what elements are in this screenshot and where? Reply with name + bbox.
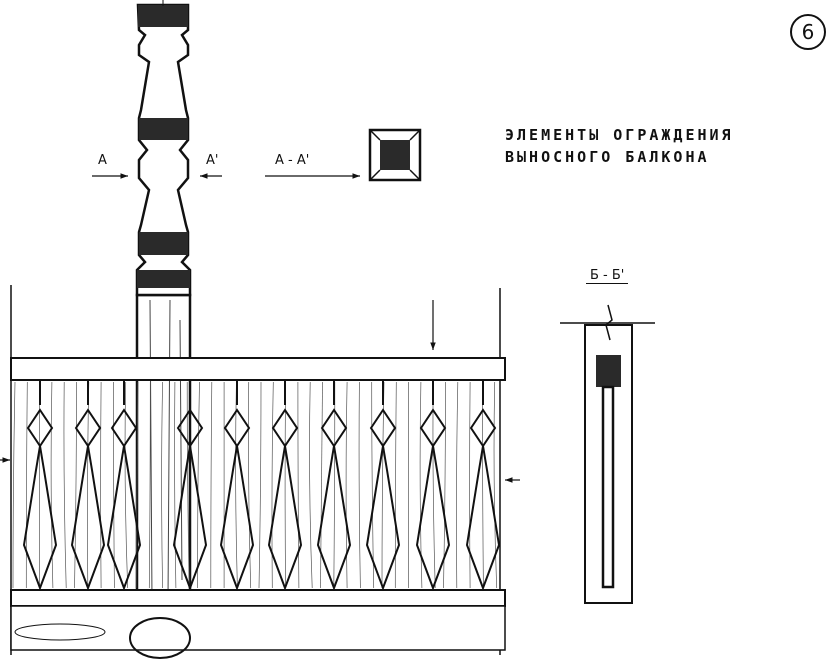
wood-grain-line: [320, 381, 323, 589]
wood-grain-line: [124, 381, 129, 589]
section-b-break-mark: [605, 304, 613, 341]
diamond-baluster: [172, 380, 208, 591]
section-b-baluster-profile: [601, 385, 615, 589]
diamond-baluster: [316, 380, 352, 591]
section-arrows: [0, 173, 520, 483]
section-a-left-arrow-head: [120, 173, 128, 179]
wood-grain-line: [135, 381, 139, 589]
wood-grain-line: [197, 381, 200, 589]
wood-grain-line: [25, 381, 28, 589]
wood-grain-line: [12, 381, 16, 589]
post-dark-band: [138, 5, 188, 27]
diamond-baluster: [465, 380, 501, 591]
wood-grain-line: [87, 381, 90, 589]
wood-grain-line: [432, 381, 436, 589]
section-b-profile: [560, 304, 655, 604]
wood-grain-line: [381, 381, 385, 589]
section-a-square: [368, 128, 422, 182]
sheet-number: 6: [790, 14, 826, 50]
drawing-title: Элементы ограждения выносного балкона: [505, 124, 734, 168]
wood-grain-line: [74, 381, 77, 589]
turned-post: [135, 0, 192, 607]
section-a-left-label: А: [98, 153, 107, 168]
section-b-rail-profile: [596, 355, 621, 387]
wood-grain-line: [63, 381, 67, 589]
wood-grain-line: [186, 381, 190, 589]
wood-grain-line: [235, 381, 238, 589]
post-dark-band: [137, 270, 190, 288]
wood-grain-line: [50, 381, 54, 589]
section-a-label: А - А': [275, 153, 310, 168]
bottom-rail: [10, 589, 506, 607]
wood-grain-line: [358, 381, 361, 589]
diamond-baluster: [70, 380, 106, 591]
wood-grain-line: [148, 381, 151, 589]
wood-grain-line: [345, 381, 348, 589]
section-a-inner: [380, 140, 410, 170]
section-b-arrow-head: [430, 342, 436, 350]
wood-grain-line: [271, 381, 274, 589]
wood-grain-line: [161, 381, 163, 589]
wood-grain-line: [443, 381, 446, 589]
diamond-baluster: [106, 380, 142, 591]
wood-grain: [14, 623, 106, 641]
diamond-baluster: [415, 380, 451, 591]
wood-grain-line: [210, 381, 213, 589]
wood-grain-line: [419, 381, 423, 589]
section-b-label: Б - Б': [586, 268, 629, 284]
wood-grain-line: [248, 381, 252, 589]
railing-panel: [10, 285, 506, 659]
wood-grain-line: [333, 381, 336, 589]
diamond-baluster: [22, 380, 58, 591]
section-a-right-arrow-head: [200, 173, 208, 179]
wood-grain-line: [100, 381, 102, 589]
diamond-baluster: [365, 380, 401, 591]
wood-grain-line: [174, 381, 177, 589]
wood-grain-line: [297, 381, 300, 589]
section-a-right-label: А': [206, 153, 219, 168]
diamond-baluster: [267, 380, 303, 591]
wood-grain-line: [469, 381, 471, 589]
wood-grain-line: [493, 381, 498, 589]
balusters: [22, 380, 501, 591]
title-line-2: выносного балкона: [505, 148, 710, 166]
wood-grain-line: [284, 381, 286, 589]
section-b-outline: [584, 324, 633, 604]
right-section-mark-head: [505, 477, 513, 483]
left-section-mark-head: [2, 457, 10, 463]
top-rail: [10, 357, 506, 381]
wood-grain-line: [258, 381, 262, 589]
title-line-1: Элементы ограждения: [505, 126, 734, 144]
wood-grain-line: [394, 381, 397, 589]
post-turned-top: [135, 3, 192, 297]
post-dark-band: [139, 232, 188, 255]
diamond-baluster: [219, 380, 255, 591]
section-a-pointer-arrow-head: [352, 173, 360, 179]
wood-grain-line: [456, 381, 459, 589]
post-dark-band: [139, 118, 188, 140]
wood-grain-line: [482, 381, 484, 589]
wood-grain-line: [309, 381, 313, 589]
section-a-bevels: [369, 129, 421, 181]
beam-end-knot: [129, 617, 191, 659]
floor-beam: [10, 605, 506, 651]
